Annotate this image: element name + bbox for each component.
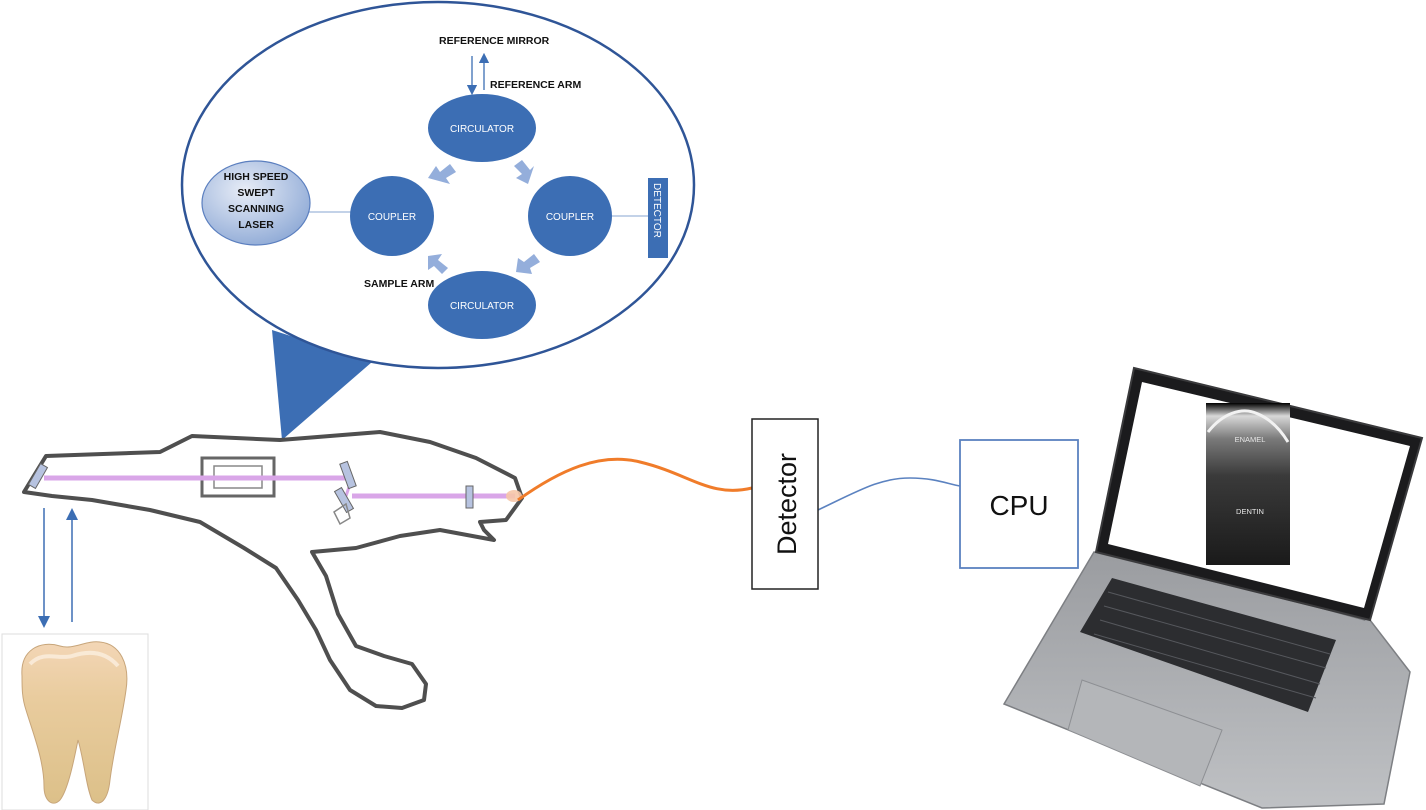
laptop: ENAMEL DENTIN xyxy=(1002,366,1424,809)
detector-box xyxy=(751,418,819,590)
cpu-label: CPU xyxy=(989,490,1048,521)
detector-unit: Detector xyxy=(751,418,819,590)
laser-label-line-1: HIGH SPEED xyxy=(224,171,289,183)
fiber-cable xyxy=(517,457,753,502)
laser-label-line-2: SWEPT xyxy=(237,187,275,199)
reference-mirror-label: REFERENCE MIRROR xyxy=(439,35,550,47)
schematic-detector-label: DETECTOR xyxy=(651,183,662,238)
mirror-rear xyxy=(465,485,474,509)
laser-label-line-4: LASER xyxy=(238,219,274,231)
schematic-bubble: REFERENCE MIRROR REFERENCE ARM SAMPLE AR… xyxy=(180,0,696,440)
tooth-image xyxy=(1,633,149,810)
coupler-right-node xyxy=(528,176,612,256)
flow-arrow-icon-lower-right xyxy=(516,254,540,274)
coupler-left-node xyxy=(350,176,434,256)
laptop-trackpad xyxy=(1067,679,1223,787)
oct-enamel-layer xyxy=(1206,409,1290,443)
coupler-right-label: COUPLER xyxy=(546,212,594,223)
flow-arrow-icon-upper-right xyxy=(514,160,534,184)
scan-motor-icon xyxy=(333,502,351,526)
bubble-tail xyxy=(272,330,372,440)
reference-arm-label: REFERENCE ARM xyxy=(490,79,581,91)
handpiece-outline xyxy=(22,430,524,710)
cpu-unit: CPU xyxy=(959,439,1079,569)
circulator-top-label: CIRCULATOR xyxy=(450,124,514,135)
mirror-front xyxy=(27,462,49,490)
sample-arm-label: SAMPLE ARM xyxy=(364,278,434,290)
tooth-shape xyxy=(21,641,128,804)
bubble-outline xyxy=(180,0,696,370)
coupler-left-label: COUPLER xyxy=(368,212,416,223)
detector-label: Detector xyxy=(772,453,802,555)
circulator-bottom-node xyxy=(428,271,536,339)
flow-arrow-icon-upper-left xyxy=(428,164,456,184)
data-wire-detector-cpu xyxy=(817,477,961,511)
laser-source xyxy=(201,160,311,246)
tooth-crown-highlight xyxy=(28,650,120,668)
oct-handpiece xyxy=(22,430,524,710)
circulator-bottom-label: CIRCULATOR xyxy=(450,301,514,312)
flow-arrow-icon-lower-left xyxy=(428,254,448,274)
mirror-upper xyxy=(339,460,357,490)
circulator-top-node xyxy=(428,94,536,162)
oct-scan-image xyxy=(1206,403,1290,565)
schematic-detector-box xyxy=(648,178,668,258)
laser-label-line-3: SCANNING xyxy=(228,203,284,215)
oct-enamel-label: ENAMEL xyxy=(1235,435,1266,444)
laptop-keyboard xyxy=(1080,578,1336,712)
mirror-lower xyxy=(333,486,355,514)
cpu-box xyxy=(959,439,1079,569)
laptop-keyboard-grid xyxy=(1093,591,1331,699)
oct-dentin-label: DENTIN xyxy=(1236,507,1264,516)
